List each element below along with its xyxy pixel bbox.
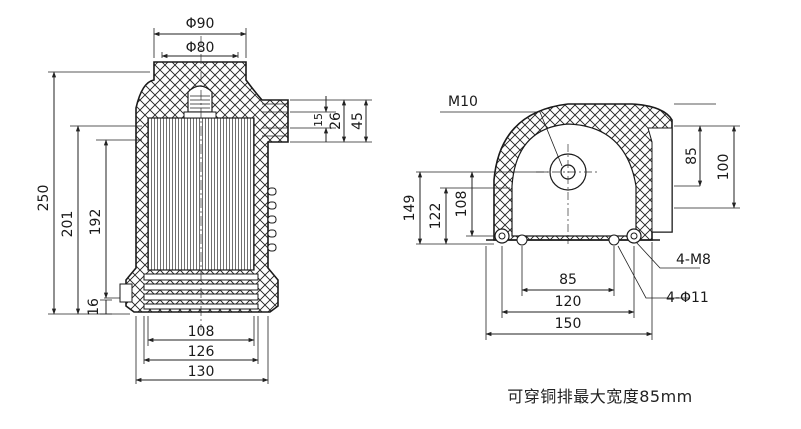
m8-hole-left xyxy=(516,234,528,246)
dim-26: 26 xyxy=(328,112,344,130)
dim-15: 15 xyxy=(312,113,325,127)
dim-108-side: 108 xyxy=(188,324,215,340)
base-insert xyxy=(119,283,133,303)
dim-phi80: Φ80 xyxy=(186,40,215,56)
dim-122: 122 xyxy=(428,203,444,230)
dim-45: 45 xyxy=(350,112,366,130)
label-4-m8: 4-M8 xyxy=(676,252,711,268)
side-fins xyxy=(267,187,277,252)
dim-192: 192 xyxy=(88,209,104,236)
caption: 可穿铜排最大宽度85mm xyxy=(507,387,693,406)
dim-85-vertical: 85 xyxy=(684,147,700,165)
top-insert xyxy=(187,85,213,113)
dim-100: 100 xyxy=(716,154,732,181)
dim-149: 149 xyxy=(402,195,418,222)
label-4-phi11: 4-Φ11 xyxy=(666,290,709,306)
top-view xyxy=(416,103,740,340)
dim-201: 201 xyxy=(60,211,76,238)
label-m10: M10 xyxy=(448,94,478,110)
m8-hole-right xyxy=(608,234,620,246)
dim-phi90: Φ90 xyxy=(186,16,215,32)
dim-150: 150 xyxy=(555,316,582,332)
dim-85-horizontal: 85 xyxy=(559,272,577,288)
dim-250: 250 xyxy=(36,185,52,212)
dim-16: 16 xyxy=(86,298,102,316)
dim-126: 126 xyxy=(188,344,215,360)
dim-108-top: 108 xyxy=(454,191,470,218)
dim-120: 120 xyxy=(555,294,582,310)
side-view xyxy=(48,28,372,384)
dim-130: 130 xyxy=(188,364,215,380)
